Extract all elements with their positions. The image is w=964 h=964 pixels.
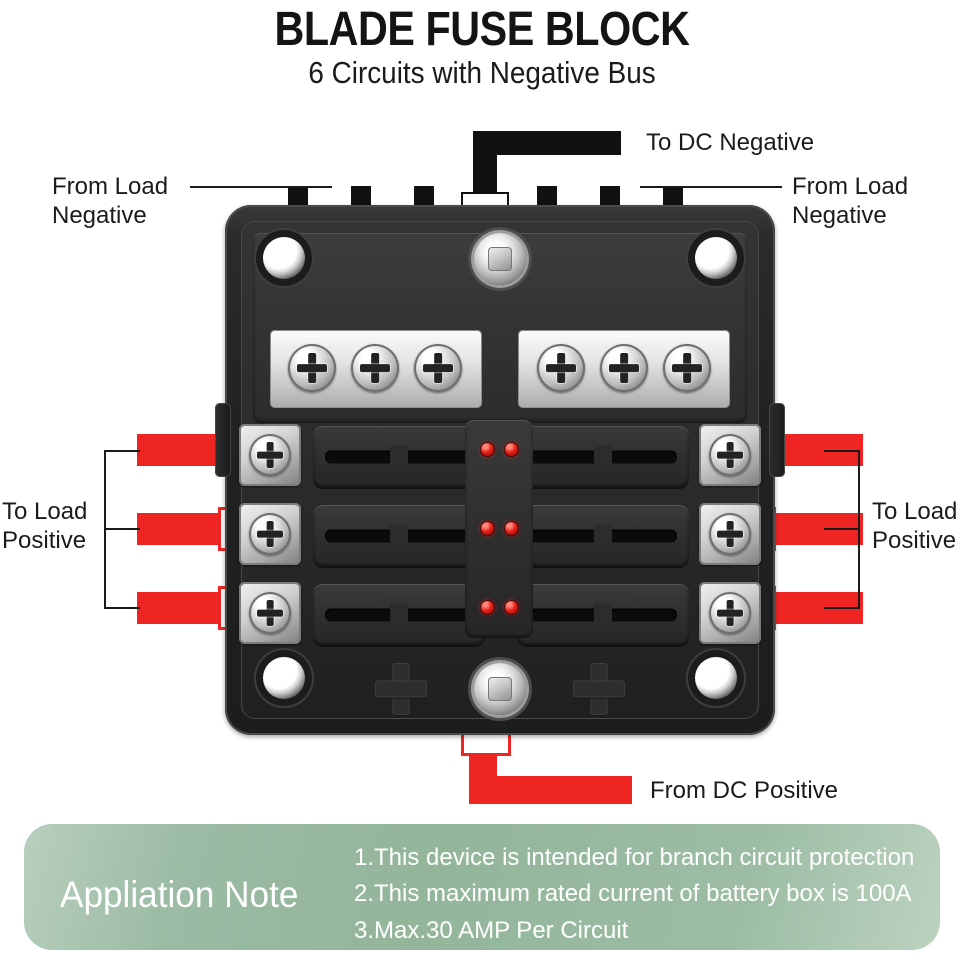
negative-bus-screw-5[interactable] [600, 344, 648, 392]
bracket-right-positive-arm-3 [824, 607, 860, 609]
dc-positive-stud[interactable] [474, 663, 526, 715]
side-tab-left [215, 403, 231, 477]
led-indicator-4 [504, 521, 519, 536]
bracket-left-positive-arm-2 [104, 528, 140, 530]
negative-bus-screw-6[interactable] [663, 344, 711, 392]
positive-terminal-right-2-screw[interactable] [709, 513, 751, 555]
fuse-block-body [215, 205, 785, 735]
led-indicator-5 [480, 600, 495, 615]
bracket-left-positive-arm-1 [104, 450, 140, 452]
negative-bus-screw-3[interactable] [414, 344, 462, 392]
positive-terminal-left-3-screw[interactable] [249, 592, 291, 634]
side-tab-right [769, 403, 785, 477]
wire-dc-negative-horizontal [473, 131, 621, 155]
fuse-slot-right-2[interactable] [517, 505, 689, 567]
fuse-slot-left-3[interactable] [313, 584, 485, 646]
bracket-right-positive-arm-2 [824, 528, 860, 530]
callout-from-dc-positive: From DC Positive [650, 777, 839, 804]
callout-to-dc-negative: To DC Negative [646, 129, 815, 156]
bracket-right-positive-arm-1 [824, 450, 860, 452]
led-indicator-2 [504, 442, 519, 457]
positive-terminal-right-3-screw[interactable] [709, 592, 751, 634]
wire-dc-positive-horizontal [469, 776, 632, 804]
fuse-slot-right-1[interactable] [517, 426, 689, 488]
bracket-left-positive-arm-3 [104, 607, 140, 609]
fuse-slot-right-3[interactable] [517, 584, 689, 646]
application-note-list: 1.This device is intended for branch cir… [354, 840, 926, 949]
negative-bus-screw-2[interactable] [351, 344, 399, 392]
positive-terminal-left-1-screw[interactable] [249, 434, 291, 476]
polarity-plus-mark-left [375, 663, 427, 715]
led-indicator-1 [480, 442, 495, 457]
led-indicator-3 [480, 521, 495, 536]
mounting-hole-bottom-right [695, 657, 737, 699]
negative-bus-screw-4[interactable] [537, 344, 585, 392]
positive-terminal-left-2-screw[interactable] [249, 513, 291, 555]
mounting-hole-bottom-left [263, 657, 305, 699]
dc-negative-stud[interactable] [474, 233, 526, 285]
negative-bus-screw-1[interactable] [288, 344, 336, 392]
fuse-slot-left-2[interactable] [313, 505, 485, 567]
leader-line-top-right [640, 186, 782, 188]
page-title: BLADE FUSE BLOCK [274, 3, 690, 56]
led-indicator-column [465, 420, 533, 638]
callout-from-load-negative-left: From Load Negative [52, 173, 169, 230]
application-note-item-2: 2.This maximum rated current of battery … [354, 880, 912, 908]
led-indicator-6 [504, 600, 519, 615]
mounting-hole-top-right [695, 237, 737, 279]
page-subtitle: 6 Circuits with Negative Bus [308, 55, 656, 90]
positive-terminal-right-1-screw[interactable] [709, 434, 751, 476]
callout-to-load-positive-left: To Load Positive [2, 498, 88, 555]
callout-from-load-negative-right: From Load Negative [792, 173, 909, 230]
application-note-panel: Appliation Note 1.This device is intende… [24, 824, 940, 950]
leader-line-top-left [190, 186, 332, 188]
application-note-item-3: 3.Max.30 AMP Per Circuit [354, 916, 629, 944]
mounting-hole-top-left [263, 237, 305, 279]
fuse-slot-left-1[interactable] [313, 426, 485, 488]
application-note-item-1: 1.This device is intended for branch cir… [354, 844, 915, 871]
callout-to-load-positive-right: To Load Positive [872, 498, 958, 555]
application-note-title: Appliation Note [60, 874, 299, 915]
polarity-plus-mark-right [573, 663, 625, 715]
